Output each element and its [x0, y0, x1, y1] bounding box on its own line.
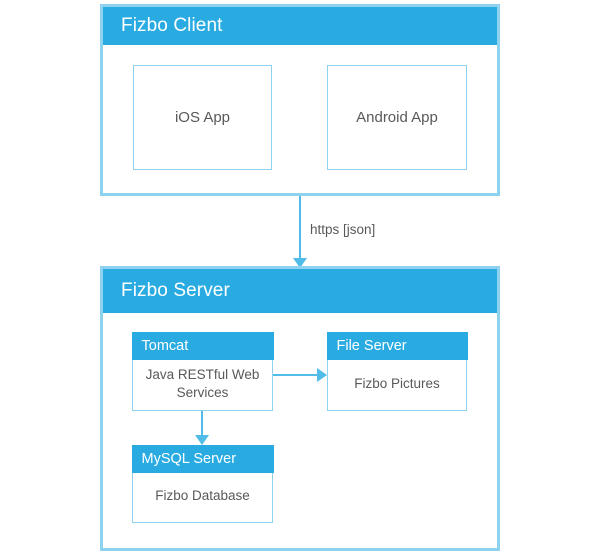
tomcat-box: Tomcat Java RESTful Web Services: [131, 331, 274, 411]
arrow-down-icon-client-to-server: [293, 258, 307, 268]
tomcat-box-title: Tomcat: [131, 331, 274, 360]
tomcat-box-body: Java RESTful Web Services: [145, 366, 260, 400]
file-server-box-title: File Server: [326, 331, 468, 360]
file-server-box-body: Fizbo Pictures: [354, 375, 440, 391]
fizbo-client-group-title: Fizbo Client: [103, 7, 497, 45]
ios-app-label: iOS App: [174, 109, 231, 126]
mysql-server-box-body: Fizbo Database: [155, 488, 250, 504]
connector-tomcat-to-file-server-line: [273, 374, 319, 376]
arrow-right-icon-tomcat-to-file-server: [317, 368, 327, 382]
mysql-server-box: MySQL Server Fizbo Database: [131, 444, 274, 523]
mysql-server-box-title: MySQL Server: [131, 444, 274, 473]
file-server-box: File Server Fizbo Pictures: [326, 331, 468, 411]
android-app-label: Android App: [356, 109, 438, 126]
fizbo-server-group-title: Fizbo Server: [103, 269, 497, 313]
connector-tomcat-to-mysql-line: [201, 411, 203, 437]
connector-client-to-server-line: [299, 196, 301, 260]
arrow-down-icon-tomcat-to-mysql: [195, 435, 209, 445]
ios-app-box: iOS App: [133, 65, 272, 170]
connector-client-to-server-label: https [json]: [310, 222, 376, 237]
android-app-box: Android App: [327, 65, 467, 170]
